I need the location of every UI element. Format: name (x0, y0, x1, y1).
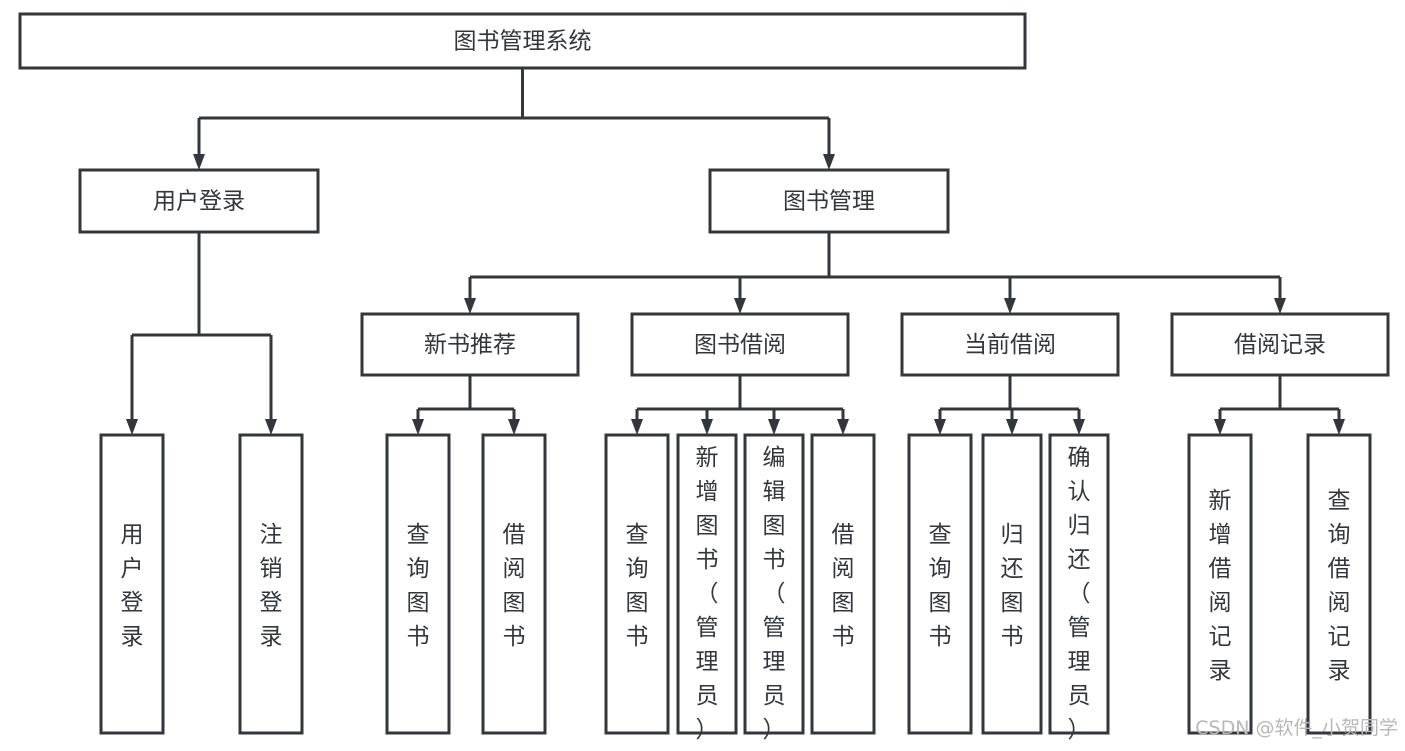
node-box-leaf-query-record (1306, 433, 1372, 735)
arrow-head (412, 419, 424, 435)
arrow-head (464, 298, 476, 314)
node-label-current-borrow: 当前借阅 (964, 332, 1056, 358)
node-current-borrow[interactable]: 当前借阅 (900, 312, 1120, 377)
node-box-root (18, 12, 1027, 70)
node-leaf-add-book[interactable]: 新增图书（管理员） (676, 433, 738, 743)
node-borrow-record[interactable]: 借阅记录 (1170, 312, 1390, 377)
node-user-login[interactable]: 用户登录 (78, 168, 320, 234)
node-box-leaf-borrow-book-2 (810, 433, 876, 735)
arrow-head (934, 419, 946, 435)
arrow-head (1333, 419, 1345, 435)
node-box-leaf-borrow-book-1 (481, 433, 547, 735)
arrow-head (823, 154, 835, 170)
node-leaf-confirm-return[interactable]: 确认归还（管理员） (1048, 433, 1110, 743)
node-label-user-login: 用户登录 (153, 189, 245, 215)
node-box-leaf-confirm-return (1048, 433, 1110, 735)
node-box-leaf-return-book (981, 433, 1043, 735)
node-book-manage[interactable]: 图书管理 (708, 168, 950, 234)
node-box-new-book-recommend (360, 312, 580, 377)
node-box-leaf-query-book-3 (907, 433, 973, 735)
arrow-head (631, 419, 643, 435)
node-label-leaf-query-book-1: 查询图书 (407, 522, 430, 650)
node-leaf-query-book-2[interactable]: 查询图书 (604, 433, 670, 735)
node-leaf-query-record[interactable]: 查询借阅记录 (1306, 433, 1372, 735)
arrow-head (1006, 419, 1018, 435)
node-leaf-user-logout[interactable]: 注销登录 (238, 433, 304, 735)
node-box-leaf-query-book-1 (385, 433, 451, 735)
arrow-head (1073, 419, 1085, 435)
node-label-leaf-confirm-return: 确认归还（管理员） (1068, 445, 1091, 743)
arrow-head (701, 419, 713, 435)
node-label-leaf-add-book: 新增图书（管理员） (696, 445, 719, 743)
node-label-book-manage: 图书管理 (783, 189, 875, 215)
node-label-leaf-return-book: 归还图书 (1001, 522, 1024, 650)
node-leaf-borrow-book-2[interactable]: 借阅图书 (810, 433, 876, 735)
node-label-leaf-add-record: 新增借阅记录 (1209, 488, 1232, 684)
node-label-leaf-query-book-2: 查询图书 (626, 522, 649, 650)
node-leaf-user-login[interactable]: 用户登录 (99, 433, 165, 735)
node-label-new-book-recommend: 新书推荐 (424, 332, 516, 358)
arrow-head (768, 419, 780, 435)
node-box-leaf-add-book (676, 433, 738, 735)
node-book-borrow[interactable]: 图书借阅 (630, 312, 850, 377)
node-leaf-edit-book[interactable]: 编辑图书（管理员） (743, 433, 805, 743)
node-box-user-login (78, 168, 320, 234)
arrow-head (1274, 298, 1286, 314)
node-label-leaf-user-logout: 注销登录 (260, 522, 283, 650)
csdn-watermark: CSDN @软件_小贺同学 (1195, 717, 1398, 739)
node-label-leaf-user-login: 用户登录 (121, 522, 144, 650)
node-box-book-manage (708, 168, 950, 234)
node-box-leaf-edit-book (743, 433, 805, 735)
arrow-head (508, 419, 520, 435)
node-label-leaf-query-record: 查询借阅记录 (1328, 488, 1351, 684)
node-label-borrow-record: 借阅记录 (1234, 332, 1326, 358)
node-label-book-borrow: 图书借阅 (694, 332, 786, 358)
nodes-layer: 图书管理系统用户登录图书管理新书推荐图书借阅当前借阅借阅记录用户登录注销登录查询… (18, 12, 1390, 743)
arrow-head (265, 419, 277, 435)
node-box-leaf-query-book-2 (604, 433, 670, 735)
connectors-layer (126, 68, 1345, 435)
arrow-head (193, 154, 205, 170)
node-leaf-borrow-book-1[interactable]: 借阅图书 (481, 433, 547, 735)
node-box-leaf-user-login (99, 433, 165, 735)
arrow-head (734, 298, 746, 314)
node-leaf-return-book[interactable]: 归还图书 (981, 433, 1043, 735)
node-label-leaf-edit-book: 编辑图书（管理员） (763, 445, 786, 743)
node-box-borrow-record (1170, 312, 1390, 377)
node-leaf-query-book-3[interactable]: 查询图书 (907, 433, 973, 735)
arrow-head (126, 419, 138, 435)
node-box-book-borrow (630, 312, 850, 377)
node-label-leaf-borrow-book-1: 借阅图书 (503, 522, 526, 650)
node-label-leaf-borrow-book-2: 借阅图书 (832, 522, 855, 650)
node-box-leaf-user-logout (238, 433, 304, 735)
node-box-current-borrow (900, 312, 1120, 377)
arrow-head (837, 419, 849, 435)
node-leaf-add-record[interactable]: 新增借阅记录 (1187, 433, 1253, 735)
node-root[interactable]: 图书管理系统 (18, 12, 1027, 70)
node-label-root: 图书管理系统 (454, 29, 592, 55)
node-leaf-query-book-1[interactable]: 查询图书 (385, 433, 451, 735)
node-box-leaf-add-record (1187, 433, 1253, 735)
arrow-head (1214, 419, 1226, 435)
node-new-book-recommend[interactable]: 新书推荐 (360, 312, 580, 377)
node-label-leaf-query-book-3: 查询图书 (929, 522, 952, 650)
arrow-head (1004, 298, 1016, 314)
